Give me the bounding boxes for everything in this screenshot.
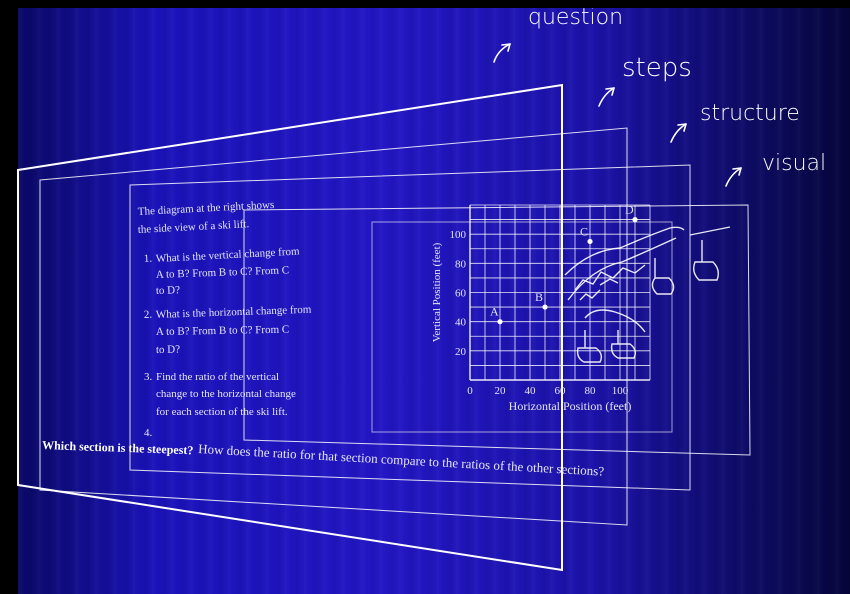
item-1-line-3: to D? <box>156 284 181 297</box>
label-visual: visual <box>762 151 826 176</box>
x-tick-label: 40 <box>525 385 537 397</box>
item-3-line-1: Find the ratio of the vertical <box>156 371 279 383</box>
arrow-steps-icon <box>599 88 614 106</box>
intro-line-2: the side view of a ski lift. <box>138 218 250 236</box>
item-3-line-2: change to the horizontal change <box>156 388 296 400</box>
item-1-line-1: What is the vertical change from <box>156 245 301 265</box>
x-tick-label: 60 <box>555 385 567 397</box>
layer-frames <box>18 85 750 570</box>
label-steps: steps <box>622 53 692 83</box>
item-4-number: 4. <box>144 427 153 439</box>
item-2-line-2: A to B? From B to C? From C <box>156 324 289 338</box>
arrow-visual-icon <box>726 168 741 186</box>
y-tick-label: 20 <box>455 346 467 358</box>
y-tick-label: 60 <box>455 288 467 300</box>
point-label-C: C <box>580 224 588 238</box>
item-3-line-3: for each section of the ski lift. <box>156 406 288 418</box>
y-tick-label: 100 <box>450 229 467 241</box>
x-tick-label: 0 <box>467 385 473 397</box>
item-2-number: 2. <box>144 309 153 321</box>
x-tick-label: 100 <box>612 385 629 397</box>
x-tick-label: 80 <box>585 385 597 397</box>
y-tick-label: 80 <box>455 258 467 270</box>
point-D <box>632 217 637 222</box>
question-text: The diagram at the right shows the side … <box>42 199 605 479</box>
item-1-number: 1. <box>144 253 153 265</box>
chart-grid <box>470 205 650 380</box>
point-label-D: D <box>625 203 634 217</box>
intro-line-1: The diagram at the right shows <box>138 199 275 218</box>
arrow-structure-icon <box>671 124 686 142</box>
label-structure: structure <box>700 101 800 126</box>
followup-question: How does the ratio for that section comp… <box>198 441 605 479</box>
point-label-B: B <box>535 290 543 304</box>
visual-layer-frame <box>244 205 750 455</box>
ski-lift-chart: 0 20 40 60 80 100 20 40 60 80 100 A B C D Horizontal … <box>431 203 650 413</box>
bold-question: Which section is the steepest? <box>42 438 194 457</box>
point-B <box>542 304 547 309</box>
item-3-number: 3. <box>144 371 153 383</box>
point-label-A: A <box>490 305 499 319</box>
item-2-line-1: What is the horizontal change from <box>156 304 312 321</box>
y-axis-label: Vertical Position (feet) <box>431 242 443 342</box>
point-A <box>497 319 502 324</box>
x-axis-label: Horizontal Position (feet) <box>509 399 632 413</box>
item-1-line-2: A to B? From B to C? From C <box>156 264 290 281</box>
chart-ticks: 0 20 40 60 80 100 20 40 60 80 100 <box>450 229 629 397</box>
label-question: question <box>528 5 623 30</box>
item-2-line-3: to D? <box>156 344 180 356</box>
y-tick-label: 40 <box>455 317 467 329</box>
point-C <box>587 239 592 244</box>
arrow-question-icon <box>494 44 510 62</box>
x-tick-label: 20 <box>495 385 507 397</box>
